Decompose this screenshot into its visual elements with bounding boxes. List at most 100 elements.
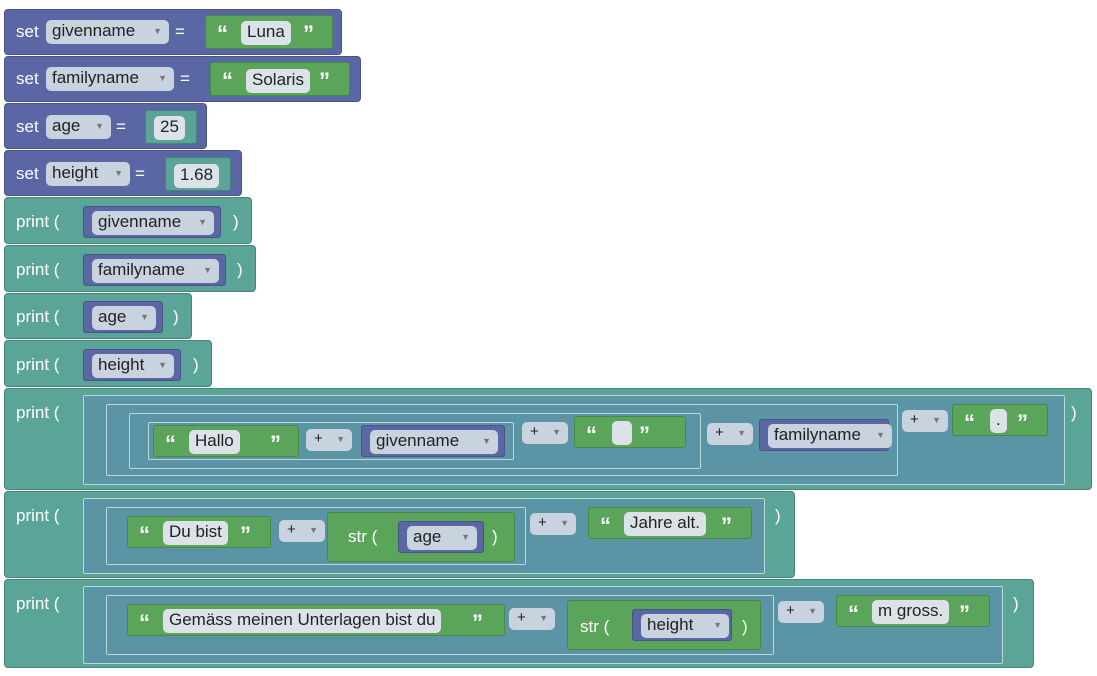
- variable-block[interactable]: height▼: [83, 349, 181, 381]
- join-operator-dropdown[interactable]: +▼: [778, 601, 824, 623]
- variable-block[interactable]: familyname▼: [759, 419, 892, 451]
- join-block[interactable]: “ Gemäss meinen Unterlagen bist du ” +▼ …: [83, 586, 1003, 664]
- join-operator-dropdown[interactable]: +▼: [530, 513, 576, 535]
- text-field[interactable]: Gemäss meinen Unterlagen bist du: [163, 609, 442, 633]
- join-block[interactable]: “ Gemäss meinen Unterlagen bist du ” +▼ …: [106, 595, 774, 655]
- equals-sign: =: [135, 164, 145, 183]
- open-quote-icon: “: [165, 431, 176, 456]
- text-field[interactable]: .: [990, 409, 1007, 433]
- print-block-height[interactable]: print ( height▼ ): [4, 340, 212, 387]
- variable-block[interactable]: familyname▼: [83, 254, 226, 286]
- plus-sign: +: [287, 521, 296, 538]
- str-conversion-block[interactable]: str ( age▼ ): [327, 512, 515, 562]
- chevron-down-icon: ▼: [560, 518, 569, 528]
- close-quote-icon: ”: [472, 610, 483, 635]
- join-block[interactable]: “ Hallo ” +▼ givenname▼ +▼ “ ” +▼: [106, 404, 898, 476]
- variable-name: givenname: [52, 21, 136, 40]
- text-block[interactable]: “ m gross. ”: [836, 595, 990, 627]
- variable-dropdown[interactable]: givenname▼: [370, 430, 498, 454]
- text-block-space[interactable]: “ ”: [574, 416, 686, 448]
- set-block-age[interactable]: set age▼ = 25: [4, 103, 207, 149]
- text-field[interactable]: Solaris: [246, 69, 310, 93]
- set-block-height[interactable]: set height▼ = 1.68: [4, 150, 242, 196]
- variable-dropdown[interactable]: height▼: [641, 614, 729, 638]
- text-block[interactable]: “ Solaris ”: [210, 62, 350, 96]
- variable-dropdown[interactable]: height▼: [46, 162, 130, 186]
- text-field[interactable]: [612, 421, 632, 445]
- variable-dropdown[interactable]: familyname▼: [46, 67, 174, 91]
- variable-name: familyname: [52, 68, 139, 87]
- plus-sign: +: [530, 423, 539, 440]
- join-block[interactable]: “ Hallo ” +▼ givenname▼ +▼ “ ” +▼: [83, 395, 1065, 485]
- print-keyword: print (: [16, 260, 60, 279]
- text-block[interactable]: “ Hallo ”: [153, 425, 299, 457]
- join-block[interactable]: “ Hallo ” +▼ givenname▼ +▼ “ ”: [129, 413, 701, 469]
- set-block-givenname[interactable]: set givenname▼ = “ Luna ”: [4, 9, 342, 55]
- close-paren: ): [1071, 403, 1077, 422]
- open-quote-icon: “: [586, 422, 597, 447]
- plus-sign: +: [786, 602, 795, 619]
- variable-name: age: [413, 527, 442, 546]
- print-block-age-sentence[interactable]: print ( “ Du bist ” +▼ str ( age▼ ) +▼ “…: [4, 491, 795, 578]
- variable-block[interactable]: givenname▼: [361, 425, 505, 457]
- open-quote-icon: “: [217, 21, 228, 46]
- number-block[interactable]: 1.68: [165, 157, 231, 191]
- print-block-familyname[interactable]: print ( familyname▼ ): [4, 245, 256, 292]
- print-block-age[interactable]: print ( age▼ ): [4, 293, 192, 339]
- join-block[interactable]: “ Du bist ” +▼ str ( age▼ ) +▼ “ Jahre a…: [83, 498, 765, 574]
- print-block-greeting[interactable]: print ( “ Hallo ” +▼ givenname▼ +▼ “: [4, 388, 1092, 490]
- variable-block[interactable]: height▼: [632, 609, 732, 641]
- number-block[interactable]: 25: [145, 110, 197, 144]
- text-block[interactable]: “ Jahre alt. ”: [588, 507, 752, 539]
- number-field[interactable]: 25: [154, 116, 185, 140]
- text-field[interactable]: Du bist: [163, 521, 228, 545]
- join-operator-dropdown[interactable]: +▼: [306, 429, 352, 451]
- join-block[interactable]: “ Du bist ” +▼ str ( age▼ ): [106, 507, 526, 565]
- text-field[interactable]: Luna: [241, 21, 291, 45]
- print-keyword: print (: [16, 594, 60, 613]
- variable-block[interactable]: givenname▼: [83, 206, 221, 238]
- variable-name: givenname: [98, 212, 182, 231]
- text-block[interactable]: “ Du bist ”: [127, 516, 271, 548]
- join-operator-dropdown[interactable]: +▼: [707, 423, 753, 445]
- variable-dropdown[interactable]: givenname▼: [92, 211, 214, 235]
- join-operator-dropdown[interactable]: +▼: [522, 422, 568, 444]
- chevron-down-icon: ▼: [808, 606, 817, 616]
- variable-dropdown[interactable]: familyname▼: [92, 259, 219, 283]
- print-block-givenname[interactable]: print ( givenname▼ ): [4, 197, 252, 244]
- join-operator-dropdown[interactable]: +▼: [279, 520, 325, 542]
- variable-dropdown[interactable]: givenname ▼: [46, 20, 169, 44]
- open-quote-icon: “: [139, 610, 150, 635]
- text-field[interactable]: m gross.: [872, 600, 950, 624]
- close-paren: ): [233, 212, 239, 231]
- close-quote-icon: ”: [270, 431, 281, 456]
- print-block-height-sentence[interactable]: print ( “ Gemäss meinen Unterlagen bist …: [4, 579, 1034, 668]
- variable-block[interactable]: age▼: [83, 301, 163, 333]
- variable-dropdown[interactable]: familyname▼: [768, 424, 892, 448]
- chevron-down-icon: ▼: [932, 415, 941, 425]
- close-paren: ): [775, 506, 781, 525]
- chevron-down-icon: ▼: [153, 26, 162, 36]
- join-block[interactable]: “ Hallo ” +▼ givenname▼: [148, 422, 514, 460]
- join-operator-dropdown[interactable]: +▼: [902, 410, 948, 432]
- close-quote-icon: ”: [319, 68, 330, 93]
- text-field[interactable]: Hallo: [189, 430, 240, 454]
- text-block[interactable]: “ Luna ”: [205, 15, 333, 49]
- text-field[interactable]: Jahre alt.: [624, 512, 706, 536]
- variable-block[interactable]: age▼: [398, 521, 484, 553]
- print-keyword: print (: [16, 403, 60, 422]
- set-block-familyname[interactable]: set familyname▼ = “ Solaris ”: [4, 56, 361, 102]
- join-operator-dropdown[interactable]: +▼: [509, 608, 555, 630]
- variable-dropdown[interactable]: height▼: [92, 354, 174, 378]
- text-block-period[interactable]: “ . ”: [952, 404, 1048, 436]
- chevron-down-icon: ▼: [158, 360, 167, 370]
- variable-dropdown[interactable]: age▼: [407, 526, 477, 550]
- number-field[interactable]: 1.68: [174, 164, 220, 188]
- print-keyword: print (: [16, 212, 60, 231]
- variable-dropdown[interactable]: age▼: [92, 306, 156, 330]
- str-conversion-block[interactable]: str ( height▼ ): [567, 600, 761, 650]
- chevron-down-icon: ▼: [539, 613, 548, 623]
- variable-dropdown[interactable]: age▼: [46, 115, 111, 139]
- text-block[interactable]: “ Gemäss meinen Unterlagen bist du ”: [127, 604, 505, 636]
- open-quote-icon: “: [848, 601, 859, 626]
